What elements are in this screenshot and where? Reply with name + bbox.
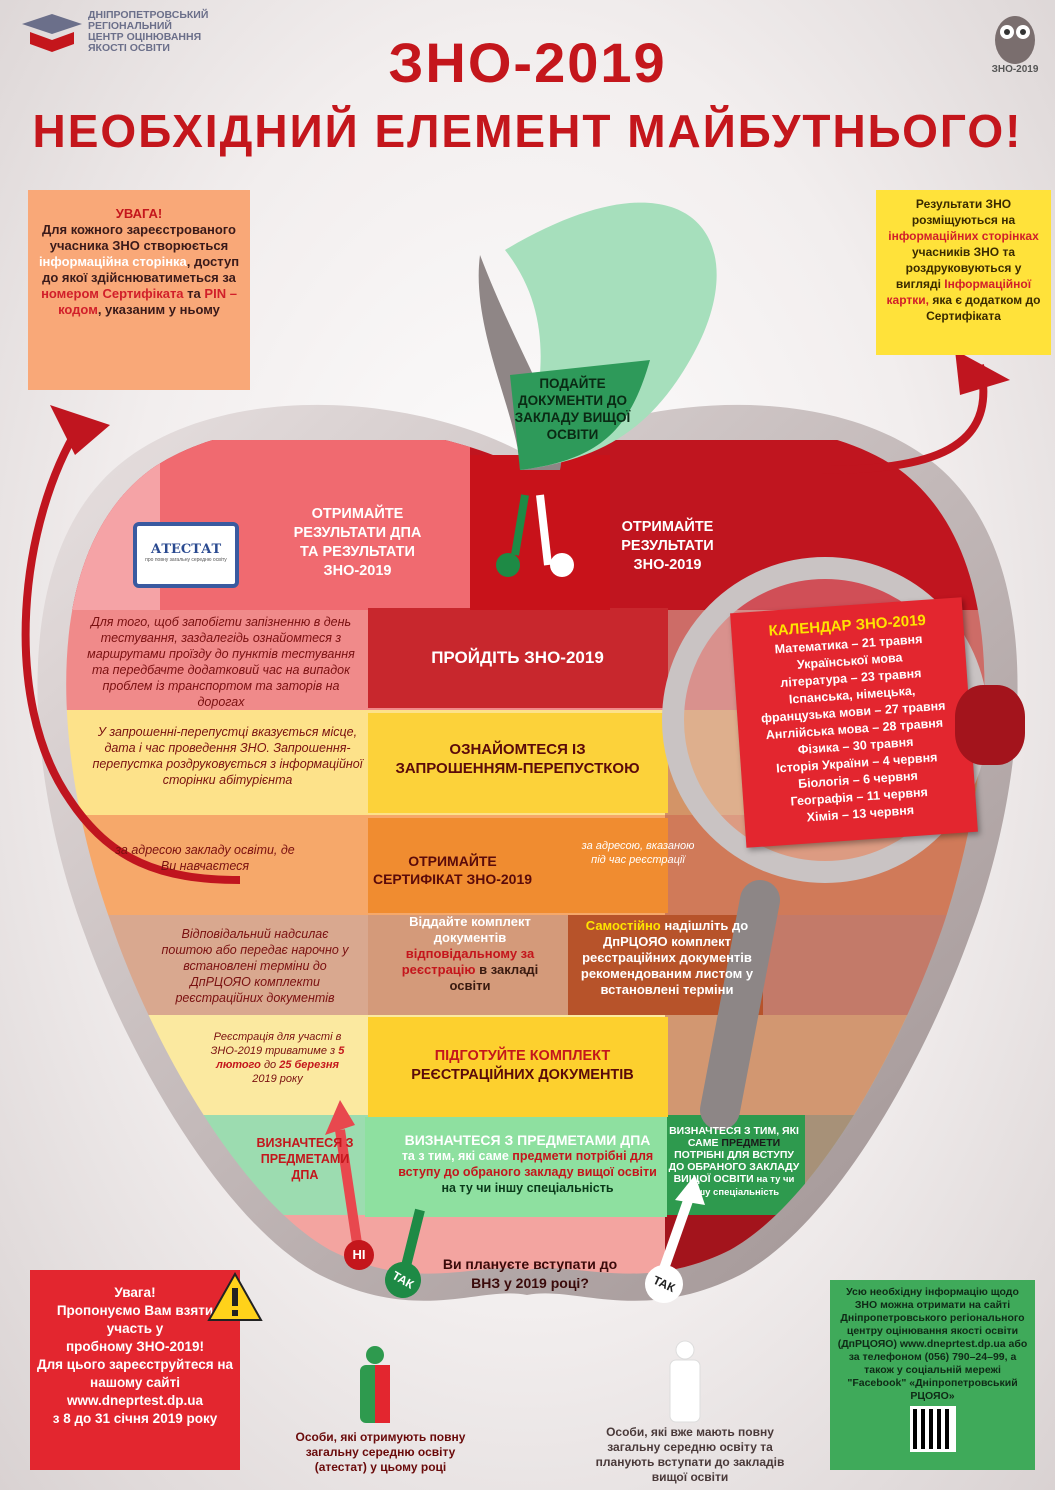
results-text-5: яка є додатком до Сертифіката: [926, 293, 1041, 323]
step-get-dpa-results-1: ОТРИМАЙТЕ: [311, 506, 404, 522]
attention-box: УВАГА! Для кожного зареєстрованого учасн…: [28, 190, 250, 390]
results-text-1: Результати ЗНО розміщуються на: [911, 197, 1016, 227]
note-responsible: Відповідальний надсилає поштою або перед…: [161, 927, 349, 1005]
step-get-dpa-results-2: РЕЗУЛЬТАТИ ДПА: [293, 525, 422, 541]
info-box: Усю необхідну інформацію щодо ЗНО можна …: [830, 1280, 1035, 1470]
results-text-2: інформаційних сторінках: [888, 229, 1039, 243]
green-person-icon: [360, 1346, 390, 1423]
step-subjects-main-4: потрібні для вступу до обраного закладу …: [398, 1149, 657, 1179]
calendar-puzzle-tab: [955, 685, 1025, 765]
note-registration-3: до: [263, 1059, 277, 1071]
attention-text-2: інформаційна сторінка: [38, 254, 187, 269]
qr-code-icon: [909, 1406, 956, 1452]
step-subjects-dpa: ВИЗНАЧТЕСЯ З ПРЕДМЕТАМИ ДПА: [256, 1136, 354, 1182]
attention-text-3: , доступ до якої здійснюватиметься за: [42, 254, 240, 285]
step-prepare-set: ПІДГОТУЙТЕ КОМПЛЕКТ РЕЄСТРАЦІЙНИХ ДОКУМЕ…: [380, 1047, 665, 1085]
title-line-2: НЕОБХІДНИЙ ЕЛЕМЕНТ МАЙБУТНЬОГО!: [32, 105, 1023, 157]
step-submit-documents: ПОДАЙТЕ ДОКУМЕНТИ ДО ЗАКЛАДУ ВИЩОЇ ОСВІТ…: [514, 376, 631, 442]
title-line-1: ЗНО-2019: [388, 31, 667, 94]
info-text: Усю необхідну інформацію щодо ЗНО можна …: [837, 1286, 1028, 1402]
step-self-send-1: Самостійно: [585, 918, 661, 933]
step-self-send: Самостійно надішліть до ДпРЦОЯО комплект…: [572, 918, 762, 998]
step-give-set-1: Віддайте комплект документів: [409, 914, 531, 945]
logo-text: ДНІПРОПЕТРОВСЬКИЙ РЕГІОНАЛЬНИЙ ЦЕНТР ОЦІ…: [88, 10, 248, 54]
legend-others: Особи, які вже мають повну загальну сере…: [595, 1425, 785, 1484]
attention-text-6: PIN – кодом: [58, 286, 237, 317]
results-text-3: учасників ЗНО та роздруковуються у вигля…: [895, 245, 1022, 291]
note-school-address: за адресою закладу освіти, де Ви навчаєт…: [115, 843, 295, 873]
step-give-set-2: відповідальному за реєстрацію: [401, 946, 535, 977]
step-prepare-set-2: РЕЄСТРАЦІЙНИХ ДОКУМЕНТІВ: [411, 1067, 634, 1083]
legend-graduates: Особи, які отримують повну загальну сере…: [295, 1430, 466, 1474]
trial-line-2: пробному ЗНО-2019!: [65, 1339, 204, 1354]
logo-line-3: ЦЕНТР ОЦІНЮВАННЯ: [88, 31, 202, 43]
trial-heading: Увага!: [114, 1285, 156, 1300]
note-registration-1: Реєстрація для участі в ЗНО-2019 тривати…: [210, 1031, 342, 1057]
logo-line-4: ЯКОСТІ ОСВІТИ: [88, 42, 170, 54]
step-self-send-2: надішліть до ДпРЦОЯО комплект реєстрацій…: [580, 918, 754, 997]
step-subjects-right-2: ПРЕДМЕТИ: [721, 1137, 781, 1149]
trial-line-3: Для цього зареєструйтеся на нашому сайті: [36, 1357, 234, 1390]
step-prepare-set-1: ПІДГОТУЙТЕ КОМПЛЕКТ: [434, 1048, 611, 1064]
step-subjects-right-3: ПОТРІБНІ ДЛЯ ВСТУПУ ДО ОБРАНОГО ЗАКЛАДУ …: [668, 1149, 800, 1185]
attention-heading: УВАГА!: [115, 206, 163, 221]
logo-line-2: РЕГІОНАЛЬНИЙ: [88, 20, 172, 32]
note-reg-address: за адресою, вказаною під час реєстрації: [581, 840, 695, 866]
note-registration-5: 2019 року: [252, 1073, 303, 1085]
attention-text-1: Для кожного зареєстрованого учасника ЗНО…: [41, 222, 236, 253]
step-give-set-3: в закладі освіти: [449, 962, 539, 993]
step-get-zno-results: ОТРИМАЙТЕ РЕЗУЛЬТАТИ ЗНО-2019: [621, 519, 714, 573]
white-person-icon: [669, 1340, 701, 1423]
no-badge: НІ: [344, 1240, 374, 1270]
step-get-dpa-results: ОТРИМАЙТЕ РЕЗУЛЬТАТИ ДПА ТА РЕЗУЛЬТАТИ З…: [275, 505, 440, 581]
attestat-title: АТЕСТАТ: [150, 542, 222, 557]
step-subjects-right: ВИЗНАЧТЕСЯ З ТИМ, ЯКІ САМЕ ПРЕДМЕТИ ПОТР…: [668, 1125, 800, 1199]
step-get-dpa-results-4: ЗНО-2019: [323, 563, 392, 579]
step-invitation: ОЗНАЙОМТЕСЯ ІЗ ЗАПРОШЕННЯМ-ПЕРЕПУСТКОЮ: [395, 741, 640, 777]
attestat-card: АТЕСТАТ про повну загальну середню освіт…: [133, 522, 239, 588]
note-registration: Реєстрація для участі в ЗНО-2019 тривати…: [205, 1030, 350, 1086]
step-subjects-main-3: предмети: [512, 1149, 573, 1163]
owl-icon: [995, 16, 1035, 64]
calendar-list: Математика – 21 травня Української мова …: [732, 628, 976, 831]
attestat-subtitle: про повну загальну середню освіту: [145, 557, 227, 563]
note-invitation: У запрошенні-перепустці вказується місце…: [92, 725, 363, 787]
attention-text-5: та: [187, 286, 201, 301]
results-box: Результати ЗНО розміщуються на інформаці…: [876, 190, 1051, 355]
note-route: Для того, щоб запобігти запізненню в ден…: [87, 615, 355, 709]
step-get-dpa-results-3: ТА РЕЗУЛЬТАТИ: [300, 544, 415, 560]
owl-label: ЗНО-2019: [991, 64, 1039, 75]
attention-text-4: номером Сертифіката: [41, 286, 184, 301]
attention-text-7: , указаним у ньому: [97, 302, 220, 317]
trial-box: Увага! Пропонуємо Вам взяти участь у про…: [30, 1270, 240, 1470]
logo-line-1: ДНІПРОПЕТРОВСЬКИЙ: [88, 9, 209, 21]
note-registration-2: 5 лютого: [215, 1045, 345, 1071]
results-text-4: Інформаційної картки,: [886, 277, 1032, 307]
trial-website[interactable]: www.dneprtest.dp.ua: [66, 1393, 203, 1408]
question-text: Ви плануєте вступати до ВНЗ у 2019 році?: [442, 1256, 618, 1291]
step-subjects-main-2: та з тим, які саме: [401, 1149, 509, 1163]
step-subjects-main: ВИЗНАЧТЕСЯ З ПРЕДМЕТАМИ ДПА та з тим, як…: [390, 1132, 665, 1196]
step-give-set: Віддайте комплект документів відповідаль…: [395, 914, 545, 994]
step-subjects-main-5: на ту чи іншу спеціальність: [441, 1181, 614, 1195]
logo-icon: [22, 14, 82, 52]
calendar-box: КАЛЕНДАР ЗНО-2019 Математика – 21 травня…: [730, 597, 978, 848]
step-certificate: ОТРИМАЙТЕ СЕРТИФІКАТ ЗНО-2019: [372, 853, 533, 887]
step-subjects-right-1: ВИЗНАЧТЕСЯ З ТИМ, ЯКІ САМЕ: [669, 1125, 799, 1149]
note-registration-4: 25 березня: [279, 1059, 339, 1071]
trial-line-1: Пропонуємо Вам взяти участь у: [56, 1303, 214, 1336]
step-subjects-right-4: на ту чи іншу спеціальність: [688, 1174, 795, 1198]
warning-icon: [207, 1272, 263, 1321]
trial-line-5: з 8 до 31 січня 2019 року: [52, 1411, 218, 1426]
step-pass-zno: ПРОЙДІТЬ ЗНО-2019: [431, 648, 604, 667]
step-subjects-main-1: ВИЗНАЧТЕСЯ З ПРЕДМЕТАМИ ДПА: [404, 1132, 651, 1148]
